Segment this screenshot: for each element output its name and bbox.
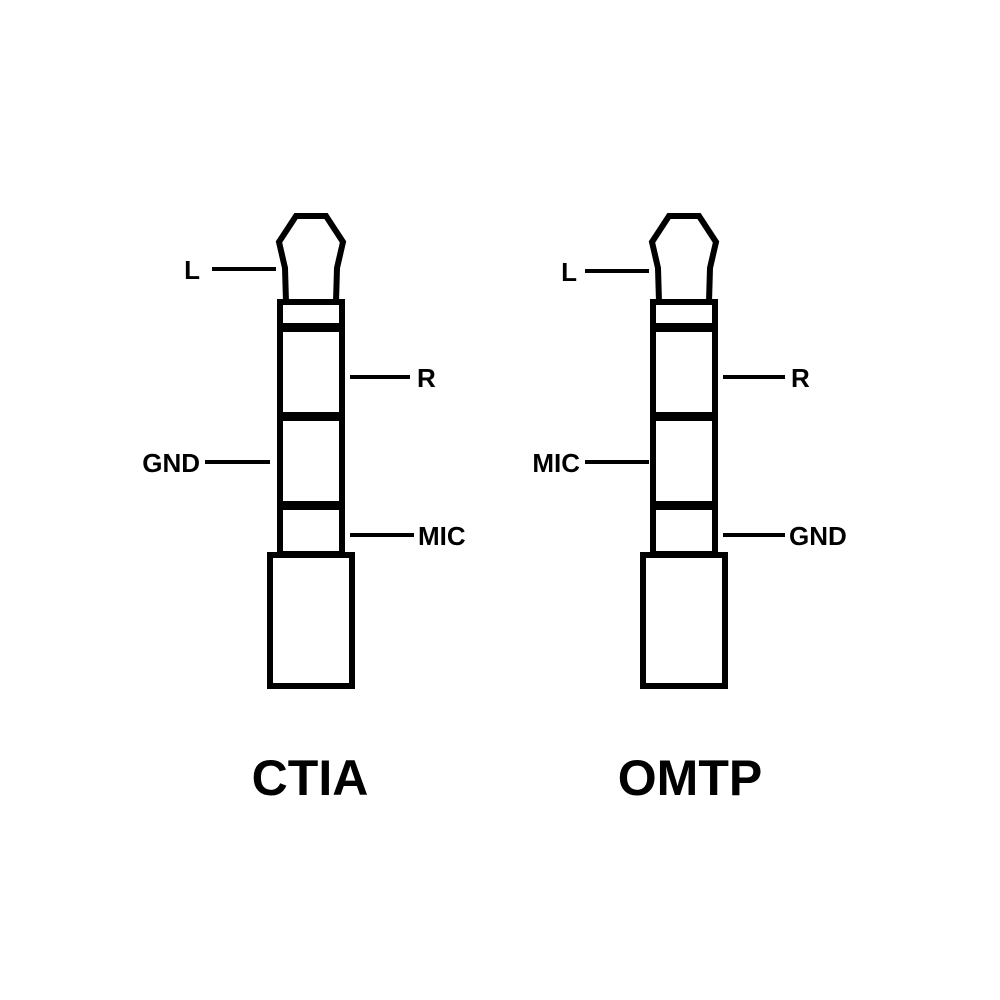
omtp-tip — [648, 213, 720, 305]
ctia-plug: L R GND MIC CTIA — [142, 213, 466, 806]
ctia-title: CTIA — [252, 750, 369, 806]
ctia-insulator-ring-3 — [280, 501, 342, 510]
omtp-plug: L R MIC GND OMTP — [532, 213, 847, 806]
omtp-insulator-ring-3 — [653, 501, 715, 510]
omtp-body — [640, 552, 728, 689]
omtp-insulator-ring-2 — [653, 412, 715, 421]
ctia-body — [267, 552, 355, 689]
ctia-shaft — [277, 299, 345, 557]
omtp-title: OMTP — [618, 750, 762, 806]
ctia-insulator-ring-2 — [280, 412, 342, 421]
omtp-label-ring1: R — [791, 363, 810, 393]
omtp-label-ring2: MIC — [532, 448, 580, 478]
ctia-label-tip: L — [184, 255, 200, 285]
ctia-label-ring1: R — [417, 363, 436, 393]
omtp-insulator-ring-1 — [653, 323, 715, 332]
omtp-shaft — [650, 299, 718, 557]
omtp-label-sleeve: GND — [789, 521, 847, 551]
ctia-insulator-ring-1 — [280, 323, 342, 332]
ctia-label-sleeve: MIC — [418, 521, 466, 551]
ctia-label-ring2: GND — [142, 448, 200, 478]
ctia-tip — [275, 213, 347, 305]
omtp-label-tip: L — [561, 257, 577, 287]
